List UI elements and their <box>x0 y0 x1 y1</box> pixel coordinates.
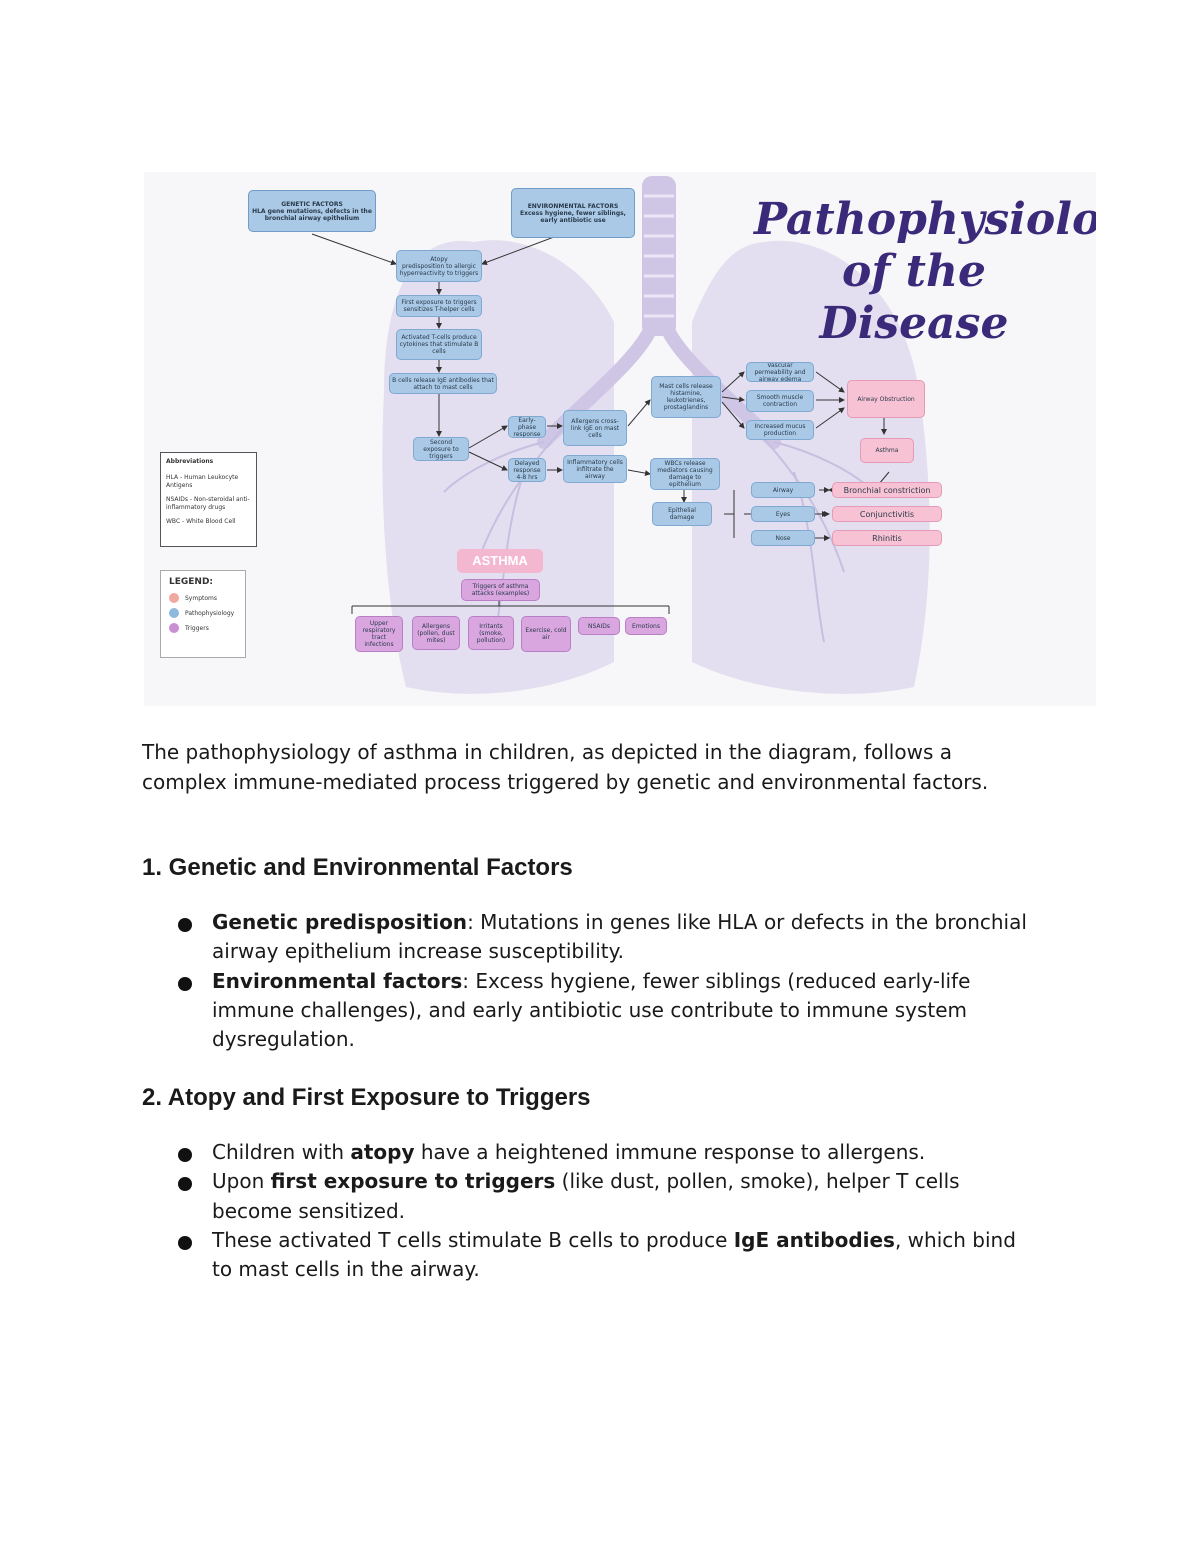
list-item: Genetic predisposition: Mutations in gen… <box>176 908 1036 967</box>
bold-term: Environmental factors <box>212 968 463 993</box>
diagram-title-line2: of the Disease <box>819 246 1009 349</box>
inflammatory-infiltrate-box: Inflammatory cells infiltrate the airway <box>563 455 627 483</box>
trigger-irritants-box: Irritants (smoke, pollution) <box>468 616 514 650</box>
section1-list: Genetic predisposition: Mutations in gen… <box>176 908 1036 1054</box>
abbreviations-title: Abbreviations <box>166 458 214 465</box>
bold-term: Genetic predisposition <box>212 910 468 934</box>
activated-t-cells-box: Activated T-cells produce cytokines that… <box>396 329 482 360</box>
early-phase-box: Early-phase response <box>508 416 546 438</box>
list-item: Environmental factors: Excess hygiene, f… <box>176 967 1036 1055</box>
environmental-factors-box: ENVIRONMENTAL FACTORS Excess hygiene, fe… <box>511 188 635 238</box>
legend-label: Triggers <box>185 624 209 632</box>
section2-heading: 2. Atopy and First Exposure to Triggers <box>142 1084 591 1111</box>
legend: LEGEND: Symptoms Pathophysiology Trigger… <box>160 570 246 658</box>
legend-item: Triggers <box>169 623 237 633</box>
bullet-text: These activated T cells stimulate B cell… <box>212 1227 734 1252</box>
airway-box: Airway <box>751 482 815 498</box>
rhinitis-box: Rhinitis <box>832 530 942 546</box>
nose-box: Nose <box>751 530 815 546</box>
atopy-box: Atopy predisposition to allergic hyperre… <box>396 250 482 282</box>
wbc-release-box: WBCs release mediators causing damage to… <box>650 458 720 490</box>
diagram-title-line1: Pathophysiology <box>754 194 1096 245</box>
trigger-allergens-box: Allergens (pollen, dust mites) <box>412 616 460 650</box>
legend-item: Symptoms <box>169 593 237 603</box>
list-item: Children with atopy have a heightened im… <box>176 1138 1036 1167</box>
abbreviations-box: Abbreviations HLA - Human Leukocyte Anti… <box>160 452 257 547</box>
bullet-text: Children with <box>212 1140 351 1164</box>
list-item: Upon first exposure to triggers (like du… <box>176 1167 1036 1226</box>
allergen-crosslink-box: Allergens cross-link IgE on mast cells <box>563 410 627 446</box>
bullet-text: : Excess hygiene, fewer siblings (reduce… <box>212 968 971 1052</box>
legend-title: LEGEND: <box>169 577 214 587</box>
abbreviation-item: HLA - Human Leukocyte Antigens <box>166 474 239 489</box>
asthma-result-box: Asthma <box>860 438 914 463</box>
intro-paragraph: The pathophysiology of asthma in childre… <box>142 740 989 794</box>
trigger-nsaids-box: NSAIDs <box>578 617 620 635</box>
mast-cell-release-box: Mast cells release histamine, leukotrien… <box>651 376 721 418</box>
section2-list: Children with atopy have a heightened im… <box>176 1138 1036 1284</box>
trigger-emotions-box: Emotions <box>625 617 667 635</box>
bold-term: IgE antibodies <box>733 1227 895 1252</box>
second-exposure-box: Second exposure to triggers <box>413 437 469 461</box>
trigger-infections-box: Upper respiratory tract infections <box>355 616 403 652</box>
legend-dot-pathophysiology <box>169 608 179 618</box>
legend-label: Pathophysiology <box>185 609 235 617</box>
list-item: These activated T cells stimulate B cell… <box>176 1226 1036 1285</box>
mucus-production-box: Increased mucus production <box>746 420 814 440</box>
legend-item: Pathophysiology <box>169 608 237 618</box>
bullet-text: Upon <box>212 1169 271 1194</box>
bullet-text: , which bind to mast cells in the airway… <box>212 1227 1016 1282</box>
bold-term: atopy <box>350 1140 415 1164</box>
eyes-box: Eyes <box>751 506 815 522</box>
conjunctivitis-box: Conjunctivitis <box>832 506 942 522</box>
genetic-factors-box: GENETIC FACTORS HLA gene mutations, defe… <box>248 190 376 232</box>
abbreviation-item: NSAIDs - Non-steroidal anti-inflammatory… <box>166 496 250 511</box>
b-cells-ige-box: B cells release IgE antibodies that atta… <box>389 373 497 394</box>
airway-obstruction-box: Airway Obstruction <box>847 380 925 418</box>
triggers-box: Triggers of asthma attacks (examples) <box>461 579 540 601</box>
bullet-text: have a heightened immune response to all… <box>414 1140 926 1164</box>
legend-label: Symptoms <box>185 594 218 602</box>
delayed-response-box: Delayed response 4-8 hrs <box>508 458 546 482</box>
legend-dot-triggers <box>169 623 179 633</box>
asthma-label: ASTHMA <box>457 549 543 573</box>
epithelial-damage-box: Epithelial damage <box>652 502 712 526</box>
diagram-title: Pathophysiology of the Disease <box>754 194 1096 350</box>
first-exposure-box: First exposure to triggers sensitizes T-… <box>396 295 482 317</box>
trigger-exercise-box: Exercise, cold air <box>521 616 571 652</box>
abbreviation-item: WBC - White Blood Cell <box>166 518 236 525</box>
pathophysiology-diagram: Pathophysiology of the Disease GENETIC F… <box>144 172 1096 706</box>
bullet-text: (like dust, pollen, smoke), helper T cel… <box>212 1169 960 1223</box>
section1-heading: 1. Genetic and Environmental Factors <box>142 854 573 881</box>
bullet-text: : Mutations in genes like HLA or defects… <box>212 910 1027 964</box>
bold-term: first exposure to triggers <box>270 1169 556 1194</box>
legend-dot-symptoms <box>169 593 179 603</box>
smooth-muscle-box: Smooth muscle contraction <box>746 390 814 412</box>
bronchial-constriction-box: Bronchial constriction <box>832 482 942 498</box>
vascular-permeability-box: Vascular permeability and airway edema <box>746 362 814 382</box>
